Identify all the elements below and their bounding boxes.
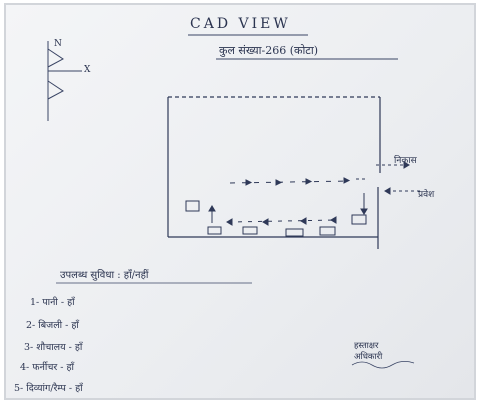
entry-label: प्रवेश — [418, 190, 435, 200]
signature-line-2: अधिकारी — [354, 352, 383, 362]
signature-block: हस्ताक्षर अधिकारी — [354, 341, 444, 363]
facilities-heading: उपलब्ध सुविधा : हाँ/नहीं — [60, 270, 149, 281]
list-item: 2- बिजली - हाँ — [26, 320, 79, 331]
booth-box — [185, 200, 200, 212]
signature-scribble — [351, 361, 415, 369]
axis-label: X — [84, 65, 91, 75]
sheet-subtitle: कुल संख्या-266 (कोटा) — [219, 44, 318, 57]
paper-sheet: CAD VIEW कुल संख्या-266 (कोटा) N X निकास… — [4, 3, 476, 400]
signature-line-1: हस्ताक्षर — [354, 341, 379, 351]
booth-box — [207, 226, 222, 235]
cad-sketch-drawing — [47, 34, 420, 369]
flow-path-left — [208, 205, 216, 223]
north-label: N — [54, 39, 62, 49]
exit-label: निकास — [394, 156, 417, 166]
booth-boxes — [185, 200, 367, 237]
booth-box — [319, 226, 336, 236]
flow-path-top — [229, 177, 368, 186]
exit-arrow-icon — [376, 161, 410, 169]
list-item: 3- शौचालय - हाँ — [24, 342, 83, 353]
flow-path-right — [360, 193, 368, 215]
north-axis-icon — [47, 41, 82, 121]
list-item: 1- पानी - हाँ — [30, 297, 75, 308]
flow-path-bottom — [226, 216, 339, 226]
booth-box — [285, 228, 304, 237]
sheet-title: CAD VIEW — [190, 16, 291, 32]
entry-arrow-icon — [384, 187, 420, 195]
booth-box — [242, 226, 258, 235]
room-outline — [167, 96, 381, 249]
list-item: 4- फर्नीचर - हाँ — [20, 362, 75, 373]
booth-box — [351, 214, 367, 225]
list-item: 5- दिव्यांग/रैम्प - हाँ — [14, 383, 83, 394]
